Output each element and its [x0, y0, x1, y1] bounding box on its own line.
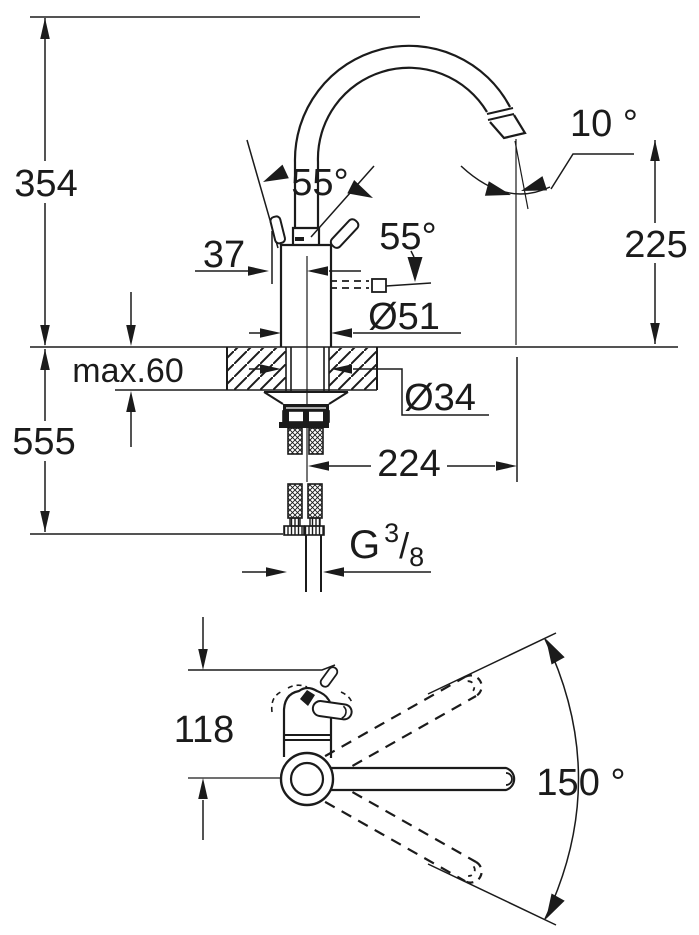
- hose-nut-right: [304, 525, 325, 536]
- dim-555-label: 555: [12, 421, 75, 463]
- aerator-seam: [486, 107, 515, 121]
- counter-edges: [226, 347, 378, 390]
- side-view: [226, 44, 527, 592]
- threaded-stud-right: [308, 427, 324, 455]
- swivel-spout-dashed-upper: [324, 674, 483, 777]
- hose-neck-left: [289, 517, 301, 527]
- body-collar: [291, 226, 321, 245]
- spout-inner-curve: [316, 66, 488, 229]
- spout-bearing-inner: [289, 761, 325, 797]
- dim-150-extension-lower: [427, 863, 557, 926]
- handle-lever-left: [269, 215, 287, 245]
- mounting-hardware: [263, 391, 349, 455]
- dim-37-label: 37: [203, 234, 245, 276]
- hose-nut-left: [283, 525, 305, 536]
- dim-118-top-extension: [188, 664, 336, 671]
- collar-step: [295, 237, 304, 241]
- handle-swing-dashed: [270, 684, 353, 713]
- counter-hatch-right: [329, 348, 377, 390]
- supply-hoses: [283, 483, 325, 592]
- escutcheon: [263, 391, 349, 405]
- threaded-stud-left: [287, 427, 303, 455]
- spout-tip-inner-arc: [505, 772, 513, 786]
- hose-right: [307, 483, 323, 519]
- handle-tip-projected: [319, 666, 339, 688]
- hose-tail: [305, 535, 322, 592]
- dim-118-label: 118: [174, 709, 235, 751]
- top-view: [270, 666, 516, 884]
- dim-d34-label: Ø34: [404, 377, 476, 419]
- spout-outlet-tip: [489, 114, 527, 140]
- spout-outer-curve: [293, 44, 511, 229]
- washer-plate: [279, 422, 329, 428]
- dim-55-right-leader: [385, 250, 432, 287]
- dim-150-extension-upper: [427, 632, 557, 695]
- dim-150deg-label: 150 °: [536, 762, 625, 804]
- hose-left: [287, 483, 303, 519]
- handle-lever-side-dashed: [330, 280, 369, 289]
- faucet-body: [279, 226, 333, 347]
- dim-d51-label: Ø51: [368, 296, 440, 338]
- hose-neck-right: [309, 517, 321, 527]
- dim-55-right-label: 55°: [379, 216, 436, 258]
- dim-55-left-label: 55°: [291, 162, 348, 204]
- handle-lever-right: [329, 218, 360, 249]
- spout: [293, 44, 527, 229]
- handle-knob: [311, 700, 353, 721]
- outlet-axis-line: [514, 140, 529, 210]
- countertop: [226, 347, 378, 392]
- dimension-labels: 354 555 max.60 37 55° 55° Ø51 10 ° 225 Ø…: [12, 103, 687, 804]
- dim-224-label: 224: [377, 443, 440, 485]
- dim-max60-label: max.60: [72, 352, 184, 390]
- body-band: [284, 734, 331, 741]
- dim-150-arc: [544, 638, 580, 920]
- swivel-spout-dashed-lower: [324, 781, 483, 884]
- dim-225-label: 225: [624, 224, 687, 266]
- counter-hatch-left: [227, 348, 286, 390]
- dim-354-label: 354: [14, 163, 77, 205]
- dim-10deg-label: 10 °: [570, 103, 638, 145]
- dim-10deg-leader: [550, 153, 634, 190]
- swivel-spout-solid: [331, 766, 516, 792]
- body-outline: [279, 243, 333, 347]
- shank-lines: [285, 347, 330, 392]
- handle-lever-side-end: [371, 278, 387, 293]
- handle-levers: [269, 215, 387, 293]
- lever-hinge-notch: [300, 690, 315, 706]
